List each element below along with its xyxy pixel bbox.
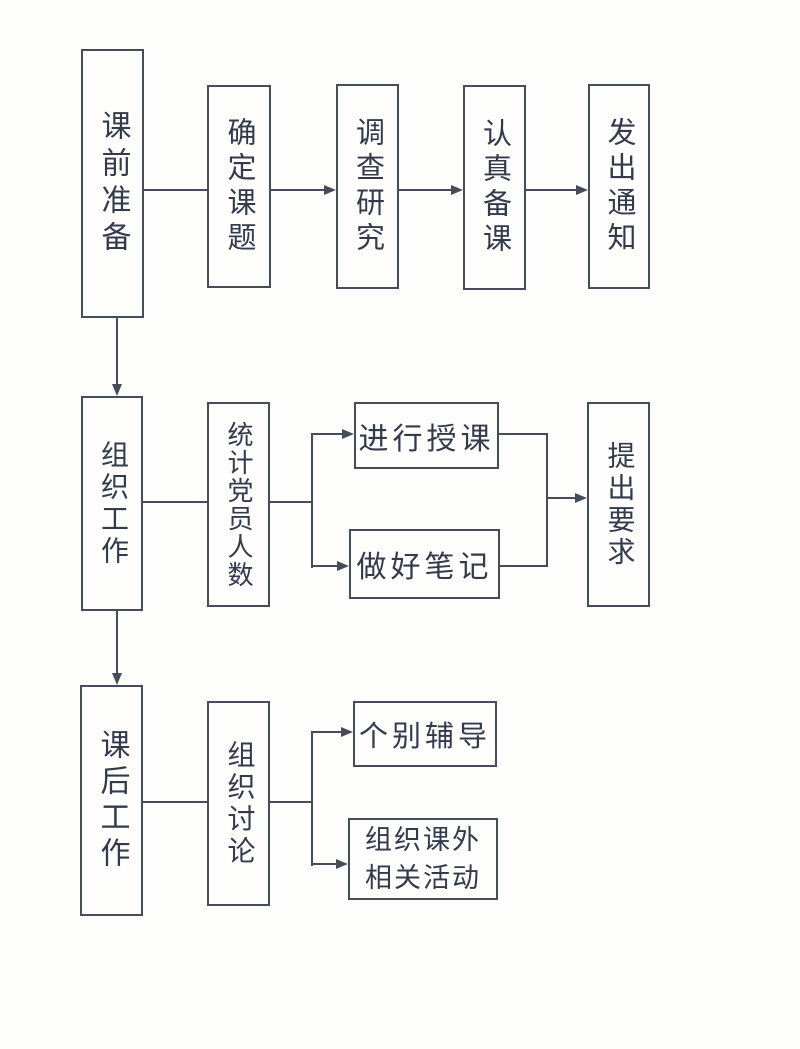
arrowhead-right-icon [341,727,353,737]
node-label: 组织工作 [97,439,128,568]
node-label: 组织讨论 [223,739,255,868]
arrowhead-right-icon [337,561,349,571]
node-label: 组织课外 相关活动 [365,825,481,893]
connector-prepare-to-notice [526,189,577,191]
node-individual-tutoring: 个别辅导 [353,701,497,767]
node-investigate-research: 调查研究 [336,84,399,289]
node-define-topic: 确定课题 [207,85,271,288]
node-post-class-work: 课后工作 [80,685,143,916]
node-label: 课前准备 [96,109,130,258]
node-label: 统计党员人数 [224,420,253,589]
arrowhead-right-icon [576,185,588,195]
connector-branch-to-tutoring [311,731,342,733]
connector-count-to-branch [270,501,313,503]
connector-pre-class-to-define-topic [144,189,207,191]
node-label: 提出要求 [603,440,635,569]
connector-define-topic-to-investigate [271,189,325,191]
node-send-notice: 发出通知 [588,84,650,289]
connector-pre-class-to-organization [116,318,118,384]
node-organization-work: 组织工作 [81,396,143,611]
node-label: 进行授课 [358,422,495,456]
node-extracurricular-activities: 组织课外 相关活动 [348,818,498,900]
connector-post-class-to-discussion [143,801,207,803]
connector-lecture-to-merge [499,433,548,435]
node-count-party-members: 统计党员人数 [207,402,270,607]
merge-line-row2 [546,433,548,567]
connector-branch-to-lecture [311,433,343,435]
node-take-notes: 做好笔记 [349,529,500,599]
arrowhead-right-icon [324,185,336,195]
arrowhead-right-icon [575,493,587,503]
arrowhead-right-icon [342,429,354,439]
connector-organization-to-count [143,501,207,503]
node-raise-requirements: 提出要求 [587,402,650,607]
connector-merge-to-requirements [548,497,576,499]
connector-notes-to-merge [500,565,548,567]
node-label: 调查研究 [351,116,384,257]
connector-branch-to-extracurricular [311,863,337,865]
node-label: 确定课题 [223,116,255,257]
connector-organization-to-post-class [116,611,118,673]
node-organize-discussion: 组织讨论 [207,701,270,906]
connector-investigate-to-prepare [399,189,452,191]
node-label: 个别辅导 [358,721,491,753]
connector-discussion-to-branch [270,801,313,803]
arrowhead-down-icon [112,384,122,396]
node-label: 发出通知 [603,116,635,257]
arrowhead-right-icon [336,859,348,869]
arrowhead-right-icon [451,185,463,195]
branch-line-row3 [311,732,313,866]
node-prepare-lesson: 认真备课 [463,85,526,290]
node-label: 课后工作 [95,728,129,873]
connector-branch-to-notes [311,565,338,567]
node-label: 认真备课 [478,117,511,258]
node-pre-class-preparation: 课前准备 [81,49,144,318]
branch-line-row2 [311,434,313,568]
node-give-lecture: 进行授课 [354,402,499,469]
arrowhead-down-icon [112,673,122,685]
node-label: 做好笔记 [356,551,493,584]
